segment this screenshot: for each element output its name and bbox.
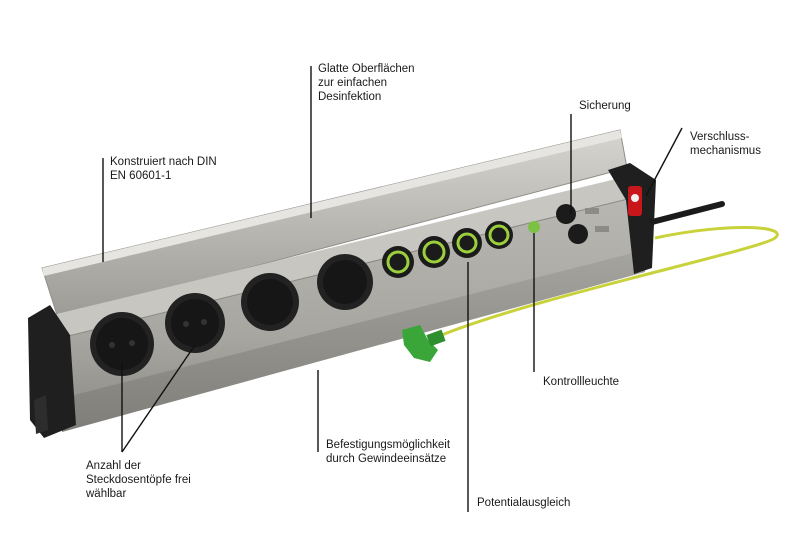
callout-equipotential: Potentialausgleich bbox=[477, 497, 571, 509]
callout-pilot: Kontrollleuchte bbox=[543, 376, 620, 388]
callout-mount: Befestigungsmöglichkeit durch Gewindeein… bbox=[326, 439, 451, 465]
right-end-cap bbox=[608, 163, 656, 274]
small-socket-4 bbox=[485, 221, 513, 249]
socket-group-small bbox=[382, 221, 513, 278]
ground-wire bbox=[429, 225, 779, 342]
small-socket-2 bbox=[418, 236, 450, 268]
socket-3 bbox=[241, 273, 299, 331]
callout-din: Konstruiert nach DIN EN 60601-1 bbox=[110, 156, 217, 182]
callout-lines bbox=[102, 66, 683, 512]
socket-4 bbox=[317, 254, 373, 310]
small-socket-3 bbox=[452, 228, 482, 258]
callout-fuse: Sicherung bbox=[579, 100, 631, 112]
socket-1 bbox=[90, 312, 154, 376]
left-end-cap bbox=[28, 305, 76, 438]
callout-lid: Glatte Oberflächen zur einfachen Desinfe… bbox=[318, 63, 415, 103]
callout-lock: Verschluss- mechanismus bbox=[690, 131, 761, 157]
callout-sockets: Anzahl der Steckdosentöpfe frei wählbar bbox=[86, 460, 191, 500]
socket-group-large bbox=[90, 254, 373, 376]
power-cable bbox=[649, 201, 725, 225]
pilot-light bbox=[528, 221, 540, 233]
equipotential-plug bbox=[402, 325, 446, 362]
socket-2 bbox=[165, 293, 225, 353]
small-socket-1 bbox=[382, 246, 414, 278]
